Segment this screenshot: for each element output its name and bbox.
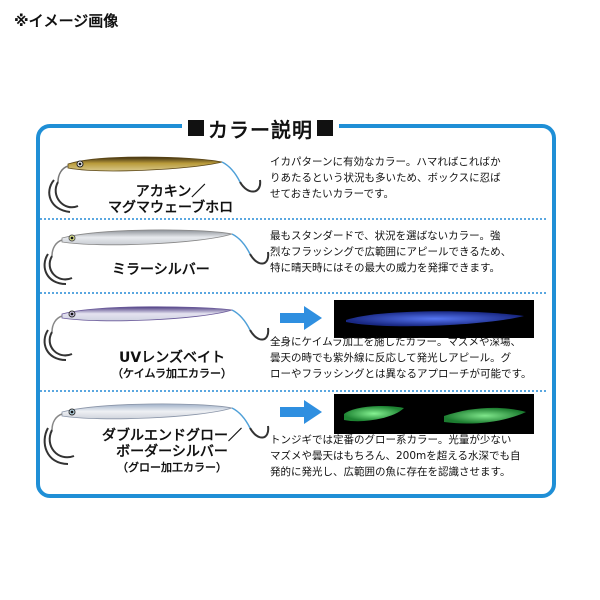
square-icon (317, 120, 333, 136)
desc-line: りあたるという状況も多いため、ボックスに忍ば (270, 172, 501, 184)
desc-line: 烈なフラッシングで広範囲にアピールできるため、 (270, 246, 512, 258)
desc-line: 全身にケイムラ加工を施したカラー。マズメや深場、 (270, 336, 521, 348)
desc-line: マズメや曇天はもちろん、200mを超える水深でも自 (270, 450, 521, 462)
glow-lure-silhouette (344, 406, 526, 424)
lure-mirror-silver-label: ミラーシルバー (112, 262, 210, 278)
desc-line: 曇天の時でも紫外線に反応して発光しアピール。グ (270, 352, 512, 364)
panel-title-text: カラー説明 (208, 117, 313, 142)
lure-mirror-silver-image (43, 229, 270, 285)
desc-line: ローやフラッシングとは異なるアプローチが可能です。 (270, 368, 532, 380)
lure-akakin-name-line2: マグマウェーブホロ (108, 200, 234, 216)
lure-akakin-name-line1: アカキン／ (135, 184, 206, 200)
lure-uv-lens-bait-label: UVレンズベイト （ケイムラ加工カラー） (112, 350, 232, 382)
desc-line: トンジギでは定番のグロー系カラー。光量が少ない (270, 434, 512, 446)
desc-line: 特に晴天時にはその最大の威力を発揮できます。 (270, 262, 500, 274)
lure-akakin-description: イカパターンに有効なカラー。ハマればこればか りあたるという状況も多いため、ボッ… (270, 154, 501, 202)
desc-line: イカパターンに有効なカラー。ハマればこればか (270, 156, 501, 168)
lure-double-end-glow-label: ダブルエンドグロー／ ボーダーシルバー （グロー加工カラー） (102, 428, 242, 476)
lure-mirror-silver-description: 最もスタンダードで、状況を選ばないカラー。強 烈なフラッシングで広範囲にアピール… (270, 228, 511, 276)
lure-akakin-label: アカキン／ マグマウェーブホロ (108, 184, 233, 216)
glow-image (334, 394, 534, 434)
lure-double-end-glow-name-line2: ボーダーシルバー (116, 444, 228, 460)
divider (40, 218, 546, 220)
arrow-right-icon (280, 306, 322, 330)
lure-uv-lens-bait-sublabel: （ケイムラ加工カラー） (112, 367, 233, 380)
desc-line: せておきたいカラーです。 (270, 188, 395, 200)
uv-glow-image (334, 300, 534, 338)
divider (40, 390, 546, 392)
desc-line: 発的に発光し、広範囲の魚に存在を認識させます。 (270, 466, 511, 478)
lure-uv-lens-bait-name: UVレンズベイト (119, 350, 225, 366)
lure-double-end-glow-sublabel: （グロー加工カラー） (117, 461, 227, 474)
panel-title: カラー説明 (182, 116, 339, 142)
divider (40, 292, 546, 294)
arrow-right-icon (280, 400, 322, 424)
lure-double-end-glow-description: トンジギでは定番のグロー系カラー。光量が少ない マズメや曇天はもちろん、200m… (270, 432, 520, 480)
uv-glow-lure-silhouette (346, 311, 524, 327)
lure-mirror-silver-name: ミラーシルバー (112, 262, 210, 278)
square-icon (188, 120, 204, 136)
lure-akakin-image (48, 156, 262, 213)
lure-double-end-glow-name-line1: ダブルエンドグロー／ (102, 428, 242, 444)
lure-double-end-glow-image (43, 403, 270, 465)
desc-line: 最もスタンダードで、状況を選ばないカラー。強 (270, 230, 501, 242)
image-notice: ※イメージ画像 (14, 12, 119, 30)
lure-uv-lens-bait-description: 全身にケイムラ加工を施したカラー。マズメや深場、 曇天の時でも紫外線に反応して発… (270, 334, 531, 382)
lure-uv-lens-bait-image (43, 306, 270, 361)
